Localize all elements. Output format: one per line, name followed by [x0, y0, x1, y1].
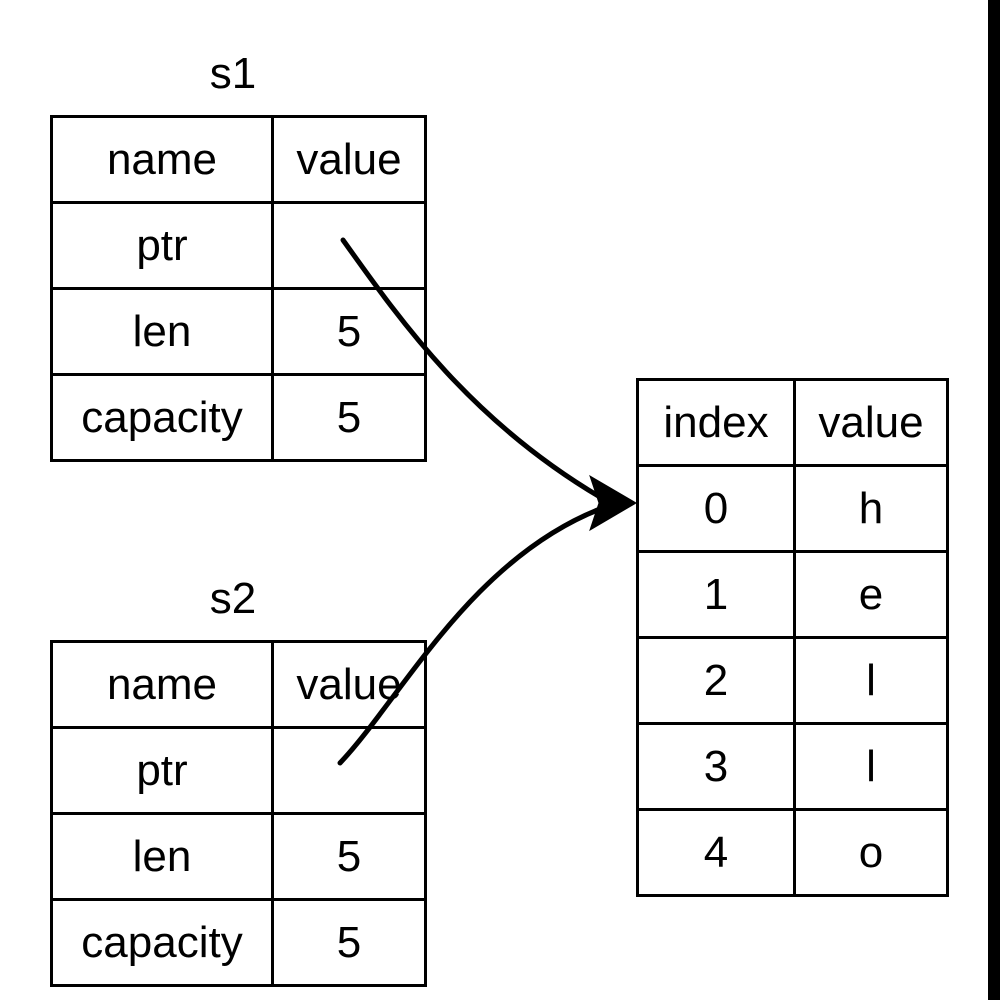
heap-row-1-value: e — [793, 550, 949, 639]
heap-row-2-index: 2 — [636, 636, 796, 725]
s1-header-name: name — [50, 115, 274, 204]
table-row: 4 o — [636, 808, 949, 897]
heap-header-value: value — [793, 378, 949, 467]
heap-table: index value 0 h 1 e 2 l 3 l 4 o — [636, 378, 949, 897]
s1-row-capacity-name: capacity — [50, 373, 274, 462]
s2-row-capacity-name: capacity — [50, 898, 274, 987]
table-row: index value — [636, 378, 949, 467]
table-row: 0 h — [636, 464, 949, 553]
table-row: 3 l — [636, 722, 949, 811]
heap-row-4-value: o — [793, 808, 949, 897]
heap-header-index: index — [636, 378, 796, 467]
heap-row-3-index: 3 — [636, 722, 796, 811]
s2-row-len-name: len — [50, 812, 274, 901]
s1-row-len-name: len — [50, 287, 274, 376]
table-row: capacity 5 — [50, 373, 427, 462]
s2-row-capacity-value: 5 — [271, 898, 427, 987]
s2-row-len-value: 5 — [271, 812, 427, 901]
heap-row-4-index: 4 — [636, 808, 796, 897]
heap-row-3-value: l — [793, 722, 949, 811]
s2-row-ptr-value — [271, 726, 427, 815]
s2-header-value: value — [271, 640, 427, 729]
struct-table-s1: name value ptr len 5 capacity 5 — [50, 115, 427, 462]
table-row: 1 e — [636, 550, 949, 639]
struct-title-s1: s1 — [209, 49, 257, 98]
table-row: len 5 — [50, 812, 427, 901]
table-row: len 5 — [50, 287, 427, 376]
s1-row-ptr-name: ptr — [50, 201, 274, 290]
table-row: capacity 5 — [50, 898, 427, 987]
struct-table-s2: name value ptr len 5 capacity 5 — [50, 640, 427, 987]
struct-title-s2: s2 — [209, 574, 257, 623]
right-edge-band — [988, 0, 1000, 1000]
s2-header-name: name — [50, 640, 274, 729]
heap-row-0-index: 0 — [636, 464, 796, 553]
s1-row-ptr-value — [271, 201, 427, 290]
table-row: 2 l — [636, 636, 949, 725]
s1-row-capacity-value: 5 — [271, 373, 427, 462]
heap-row-2-value: l — [793, 636, 949, 725]
s1-header-value: value — [271, 115, 427, 204]
heap-arrowhead-icon — [589, 474, 637, 532]
table-row: ptr — [50, 201, 427, 290]
table-row: name value — [50, 115, 427, 204]
table-row: ptr — [50, 726, 427, 815]
heap-row-1-index: 1 — [636, 550, 796, 639]
table-row: name value — [50, 640, 427, 729]
s1-row-len-value: 5 — [271, 287, 427, 376]
s2-row-ptr-name: ptr — [50, 726, 274, 815]
heap-row-0-value: h — [793, 464, 949, 553]
